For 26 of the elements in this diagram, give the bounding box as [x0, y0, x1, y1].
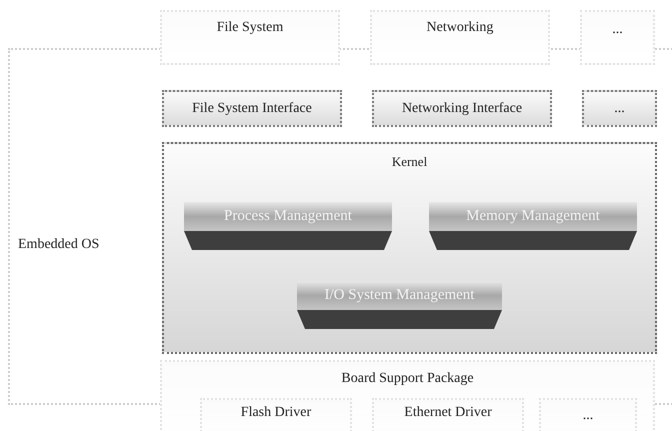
box-label: Networking	[426, 20, 494, 36]
box-label: File System Interface	[191, 101, 313, 117]
component-box	[160, 10, 340, 65]
interface-box	[162, 90, 342, 127]
box-label: Ethernet Driver	[403, 405, 493, 421]
module-block	[429, 202, 637, 250]
component-box	[370, 10, 550, 65]
box-label: Flash Driver	[240, 405, 312, 421]
box-label: Process Management	[223, 208, 353, 225]
interface-box	[582, 90, 657, 127]
box-label: Networking Interface	[400, 101, 524, 117]
interface-box	[372, 90, 552, 127]
module-block	[184, 202, 392, 250]
component-box	[580, 10, 655, 65]
box-label: ...	[611, 22, 624, 38]
kernel-box	[162, 142, 657, 354]
system-label: Embedded OS	[18, 237, 100, 253]
box-label: File System	[216, 20, 284, 36]
box-label: ...	[613, 101, 626, 117]
box-label: I/O System Management	[324, 287, 476, 304]
box-label: ...	[582, 408, 594, 424]
box-label: Memory Management	[465, 208, 601, 225]
module-block	[297, 281, 502, 329]
component-box	[160, 360, 655, 431]
box-label: Board Support Package	[340, 371, 475, 387]
box-label: Kernel	[390, 154, 428, 170]
